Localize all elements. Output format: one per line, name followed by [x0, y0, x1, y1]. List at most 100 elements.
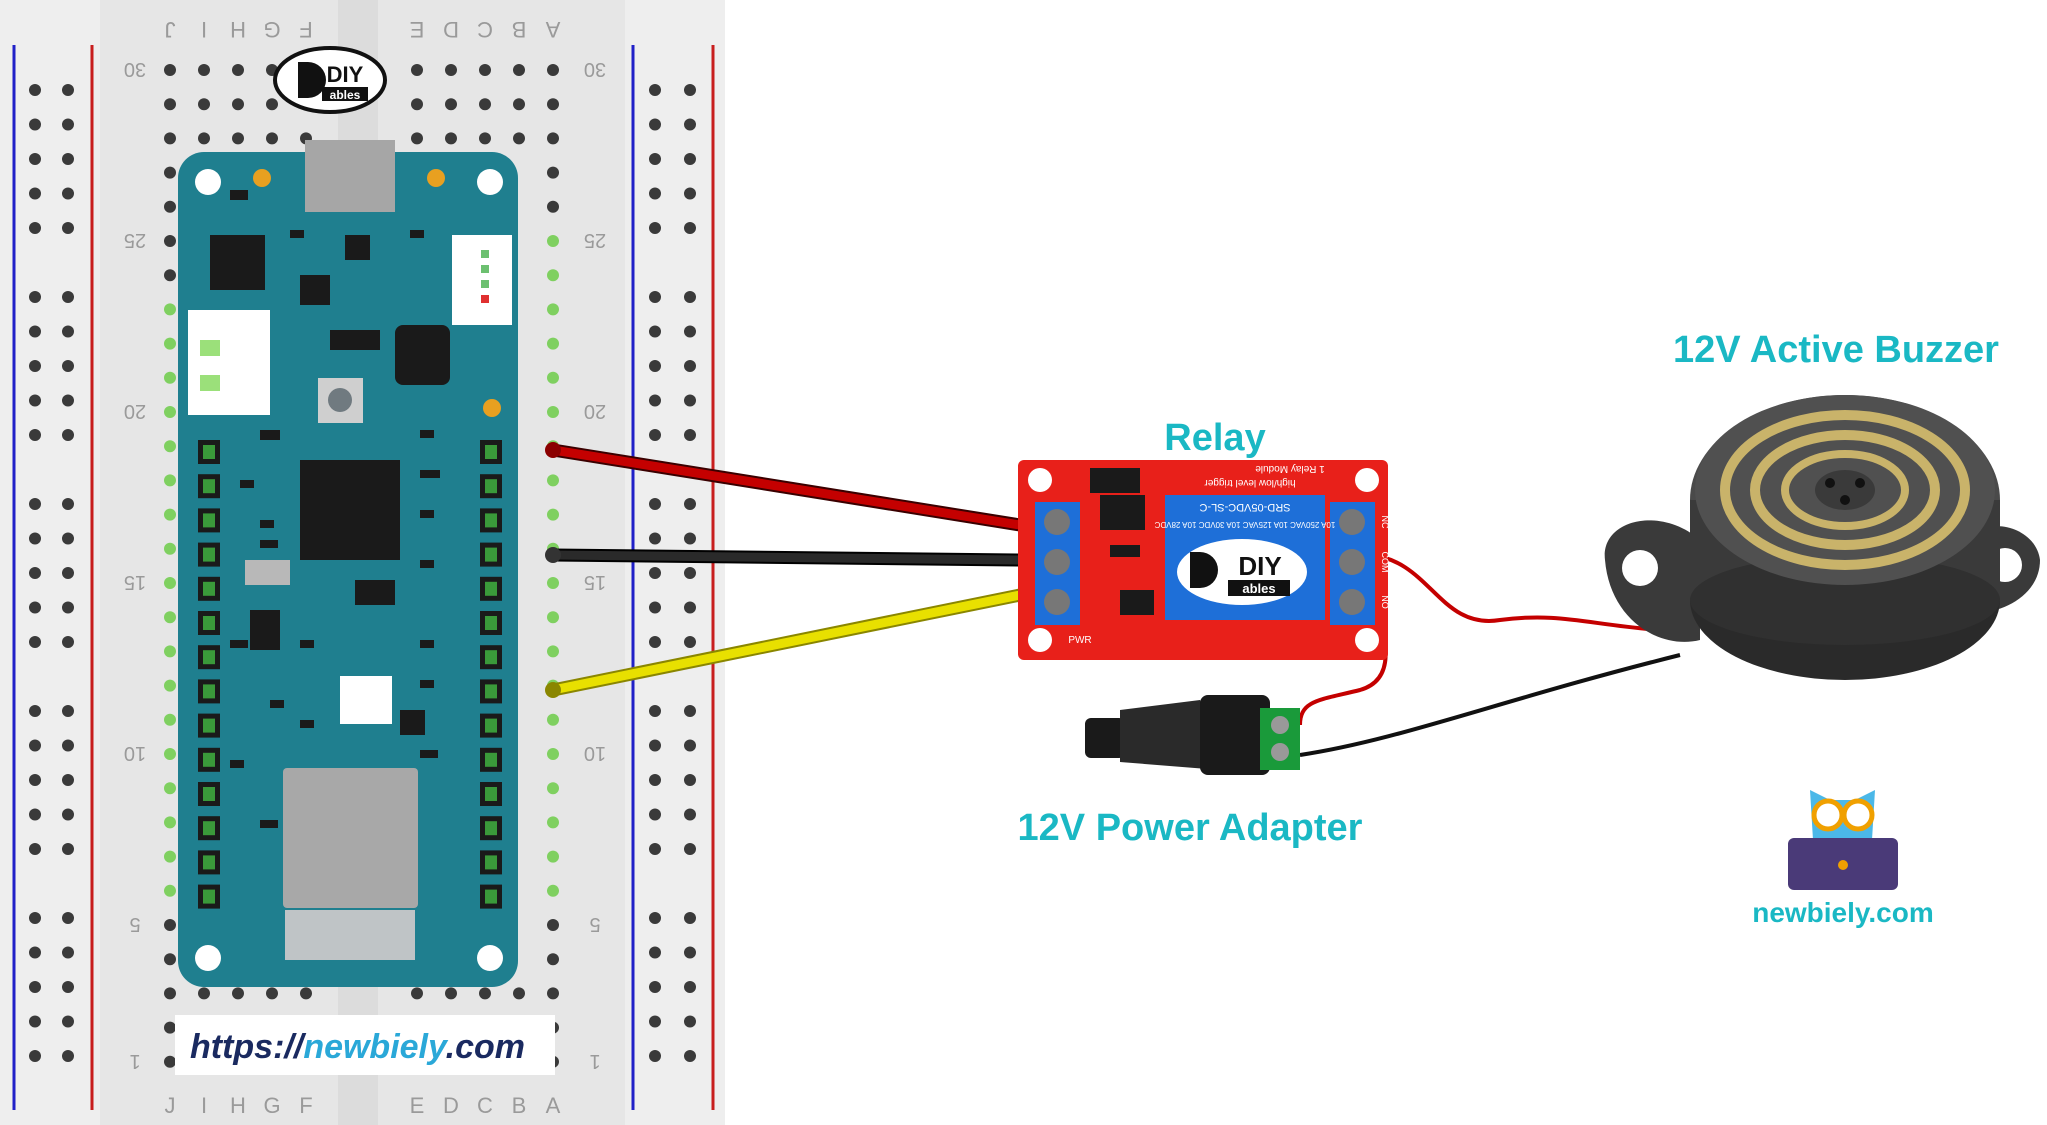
rail-hole: [684, 567, 696, 579]
buzzer-label: 12V Active Buzzer: [1673, 329, 1999, 371]
breadboard-hole: [164, 748, 176, 760]
rail-hole: [649, 636, 661, 648]
column-letter: D: [443, 17, 459, 42]
breadboard-hole: [547, 919, 559, 931]
relay-module: SRD-05VDC-SL-C 10A 250VAC 10A 125VAC 10A…: [1018, 460, 1390, 660]
breadboard-hole: [164, 98, 176, 111]
breadboard-hole: [164, 303, 176, 316]
row-number: 1: [129, 1050, 140, 1072]
header-pin-contact: [485, 445, 497, 459]
breadboard-hole: [164, 235, 176, 247]
breadboard-hole: [198, 64, 210, 76]
rail-hole: [684, 291, 696, 303]
header-pin-contact: [203, 547, 215, 562]
row-number: 20: [584, 400, 606, 422]
rail-hole: [684, 325, 696, 338]
rail-hole: [649, 705, 661, 717]
rail-hole: [684, 84, 696, 96]
breadboard-hole: [164, 406, 176, 418]
header-pins: [198, 440, 502, 909]
breadboard-hole: [232, 987, 244, 1000]
url-name: newbiely: [303, 1028, 449, 1066]
rail-hole: [649, 981, 661, 993]
rail-hole: [684, 1050, 696, 1062]
rail-hole: [29, 532, 41, 545]
wire-black: [548, 550, 1025, 565]
connector: [188, 310, 270, 415]
rail-hole: [649, 498, 661, 510]
rail-hole: [29, 118, 41, 131]
breadboard-hole: [266, 987, 278, 1000]
header-pin-contact: [485, 855, 497, 870]
header-pin-contact: [203, 616, 215, 630]
relay-title: 1 Relay Module: [1255, 463, 1325, 474]
row-number: 15: [124, 571, 146, 593]
rail-hole: [684, 601, 696, 614]
svg-text:https://newbiely.com: https://newbiely.com: [190, 1028, 525, 1066]
column-letter: E: [410, 1093, 425, 1118]
rail-hole: [29, 1050, 41, 1062]
column-letter: H: [230, 17, 246, 42]
rail-hole: [29, 187, 41, 200]
rail-hole: [62, 291, 74, 303]
smd-component: [230, 640, 248, 648]
breadboard-hole: [547, 64, 559, 76]
rail-hole: [684, 739, 696, 752]
rail-hole: [62, 118, 74, 131]
relay-model: SRD-05VDC-SL-C: [1199, 501, 1290, 513]
breadboard-hole: [547, 235, 559, 247]
relay-label: Relay: [1164, 417, 1265, 459]
rail-hole: [684, 912, 696, 924]
smd-component: [270, 700, 284, 708]
led: [253, 169, 271, 187]
rail-hole: [62, 601, 74, 614]
breadboard-hole: [547, 884, 559, 897]
wires: [545, 442, 1681, 757]
rail-hole: [649, 774, 661, 786]
header-pin-contact: [203, 479, 215, 494]
rail-hole: [649, 394, 661, 407]
rail-hole: [62, 429, 74, 441]
breadboard-hole: [164, 884, 176, 897]
breadboard-hole: [547, 508, 559, 521]
rail-hole: [62, 222, 74, 234]
breadboard-hole: [513, 987, 525, 1000]
rail-hole: [649, 843, 661, 855]
rail-hole: [29, 705, 41, 717]
column-letter: F: [299, 1093, 312, 1118]
breadboard-hole: [479, 98, 491, 111]
header-pin-contact: [203, 513, 215, 528]
rail-hole: [62, 84, 74, 96]
breadboard-hole: [479, 987, 491, 1000]
column-letter: E: [410, 17, 425, 42]
url-watermark: https://newbiely.com: [175, 1015, 555, 1075]
rail-hole: [684, 981, 696, 993]
breadboard-hole: [547, 850, 559, 863]
rail-hole: [649, 1015, 661, 1028]
rail-hole: [684, 843, 696, 855]
column-letter: G: [263, 17, 280, 42]
column-letter: I: [201, 17, 207, 42]
breadboard-hole: [232, 64, 244, 76]
breadboard-hole: [164, 782, 176, 795]
breadboard-hole: [547, 987, 559, 1000]
smd-component: [230, 760, 244, 768]
rail-hole: [62, 498, 74, 510]
rail-hole: [29, 498, 41, 510]
header-pin-contact: [485, 684, 497, 699]
breadboard-hole: [164, 337, 176, 350]
breadboard-hole: [164, 440, 176, 453]
breadboard-hole: [411, 132, 423, 145]
smd-component: [240, 480, 254, 488]
rail-hole: [649, 429, 661, 441]
rail-hole: [62, 567, 74, 579]
breadboard-hole: [164, 371, 176, 384]
column-letter: J: [165, 1093, 176, 1118]
rail-hole: [649, 222, 661, 234]
rail-hole: [649, 291, 661, 303]
newbiely-owl-logo: [1788, 790, 1898, 890]
column-letter: B: [512, 17, 527, 42]
